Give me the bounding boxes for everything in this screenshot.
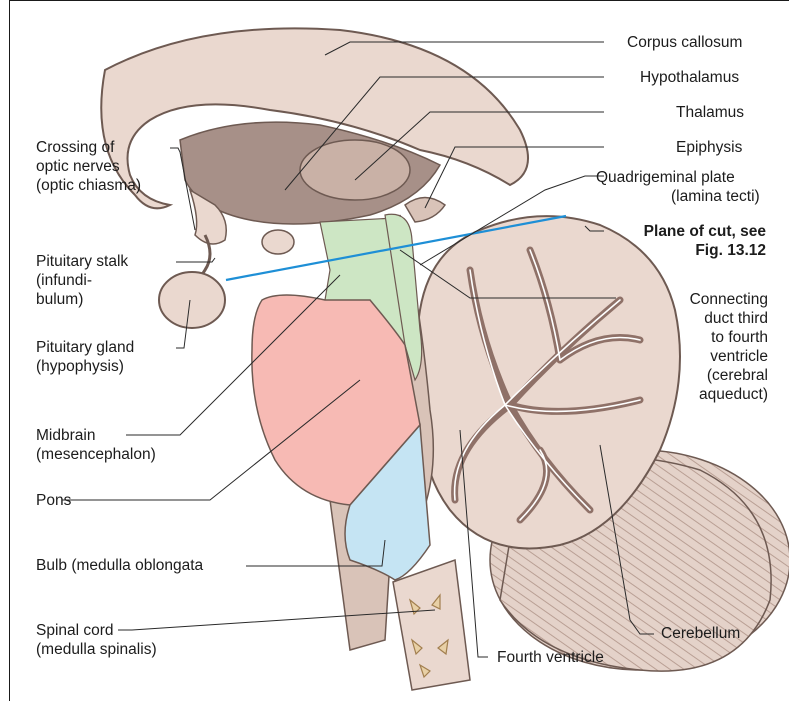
label-hypothalamus: Hypothalamus: [640, 68, 739, 87]
label-cerebral-aqueduct: Connecting duct third to fourth ventricl…: [640, 290, 768, 404]
epiphysis: [405, 198, 445, 223]
label-pituitary-stalk: Pituitary stalk (infundi- bulum): [36, 252, 128, 309]
label-quadrigeminal-plate: Quadrigeminal plate (lamina tecti): [596, 168, 760, 206]
thalamus: [300, 140, 410, 200]
label-spinal-cord: Spinal cord (medulla spinalis): [36, 621, 157, 659]
label-medulla-oblongata: Bulb (medulla oblongata: [36, 556, 203, 575]
mammillary-body: [262, 230, 294, 254]
label-cerebellum: Cerebellum: [661, 624, 740, 643]
label-pituitary-gland: Pituitary gland (hypophysis): [36, 338, 134, 376]
label-thalamus: Thalamus: [676, 103, 744, 122]
pituitary-gland: [159, 272, 225, 328]
label-epiphysis: Epiphysis: [676, 138, 742, 157]
label-optic-chiasma: Crossing of optic nerves (optic chiasma): [36, 138, 141, 195]
label-plane-of-cut: Plane of cut, see Fig. 13.12: [626, 222, 766, 260]
label-fourth-ventricle: Fourth ventricle: [497, 648, 604, 667]
label-pons: Pons: [36, 491, 71, 510]
label-corpus-callosum: Corpus callosum: [627, 33, 742, 52]
spinal-cord: [393, 560, 470, 690]
label-midbrain: Midbrain (mesencephalon): [36, 426, 156, 464]
